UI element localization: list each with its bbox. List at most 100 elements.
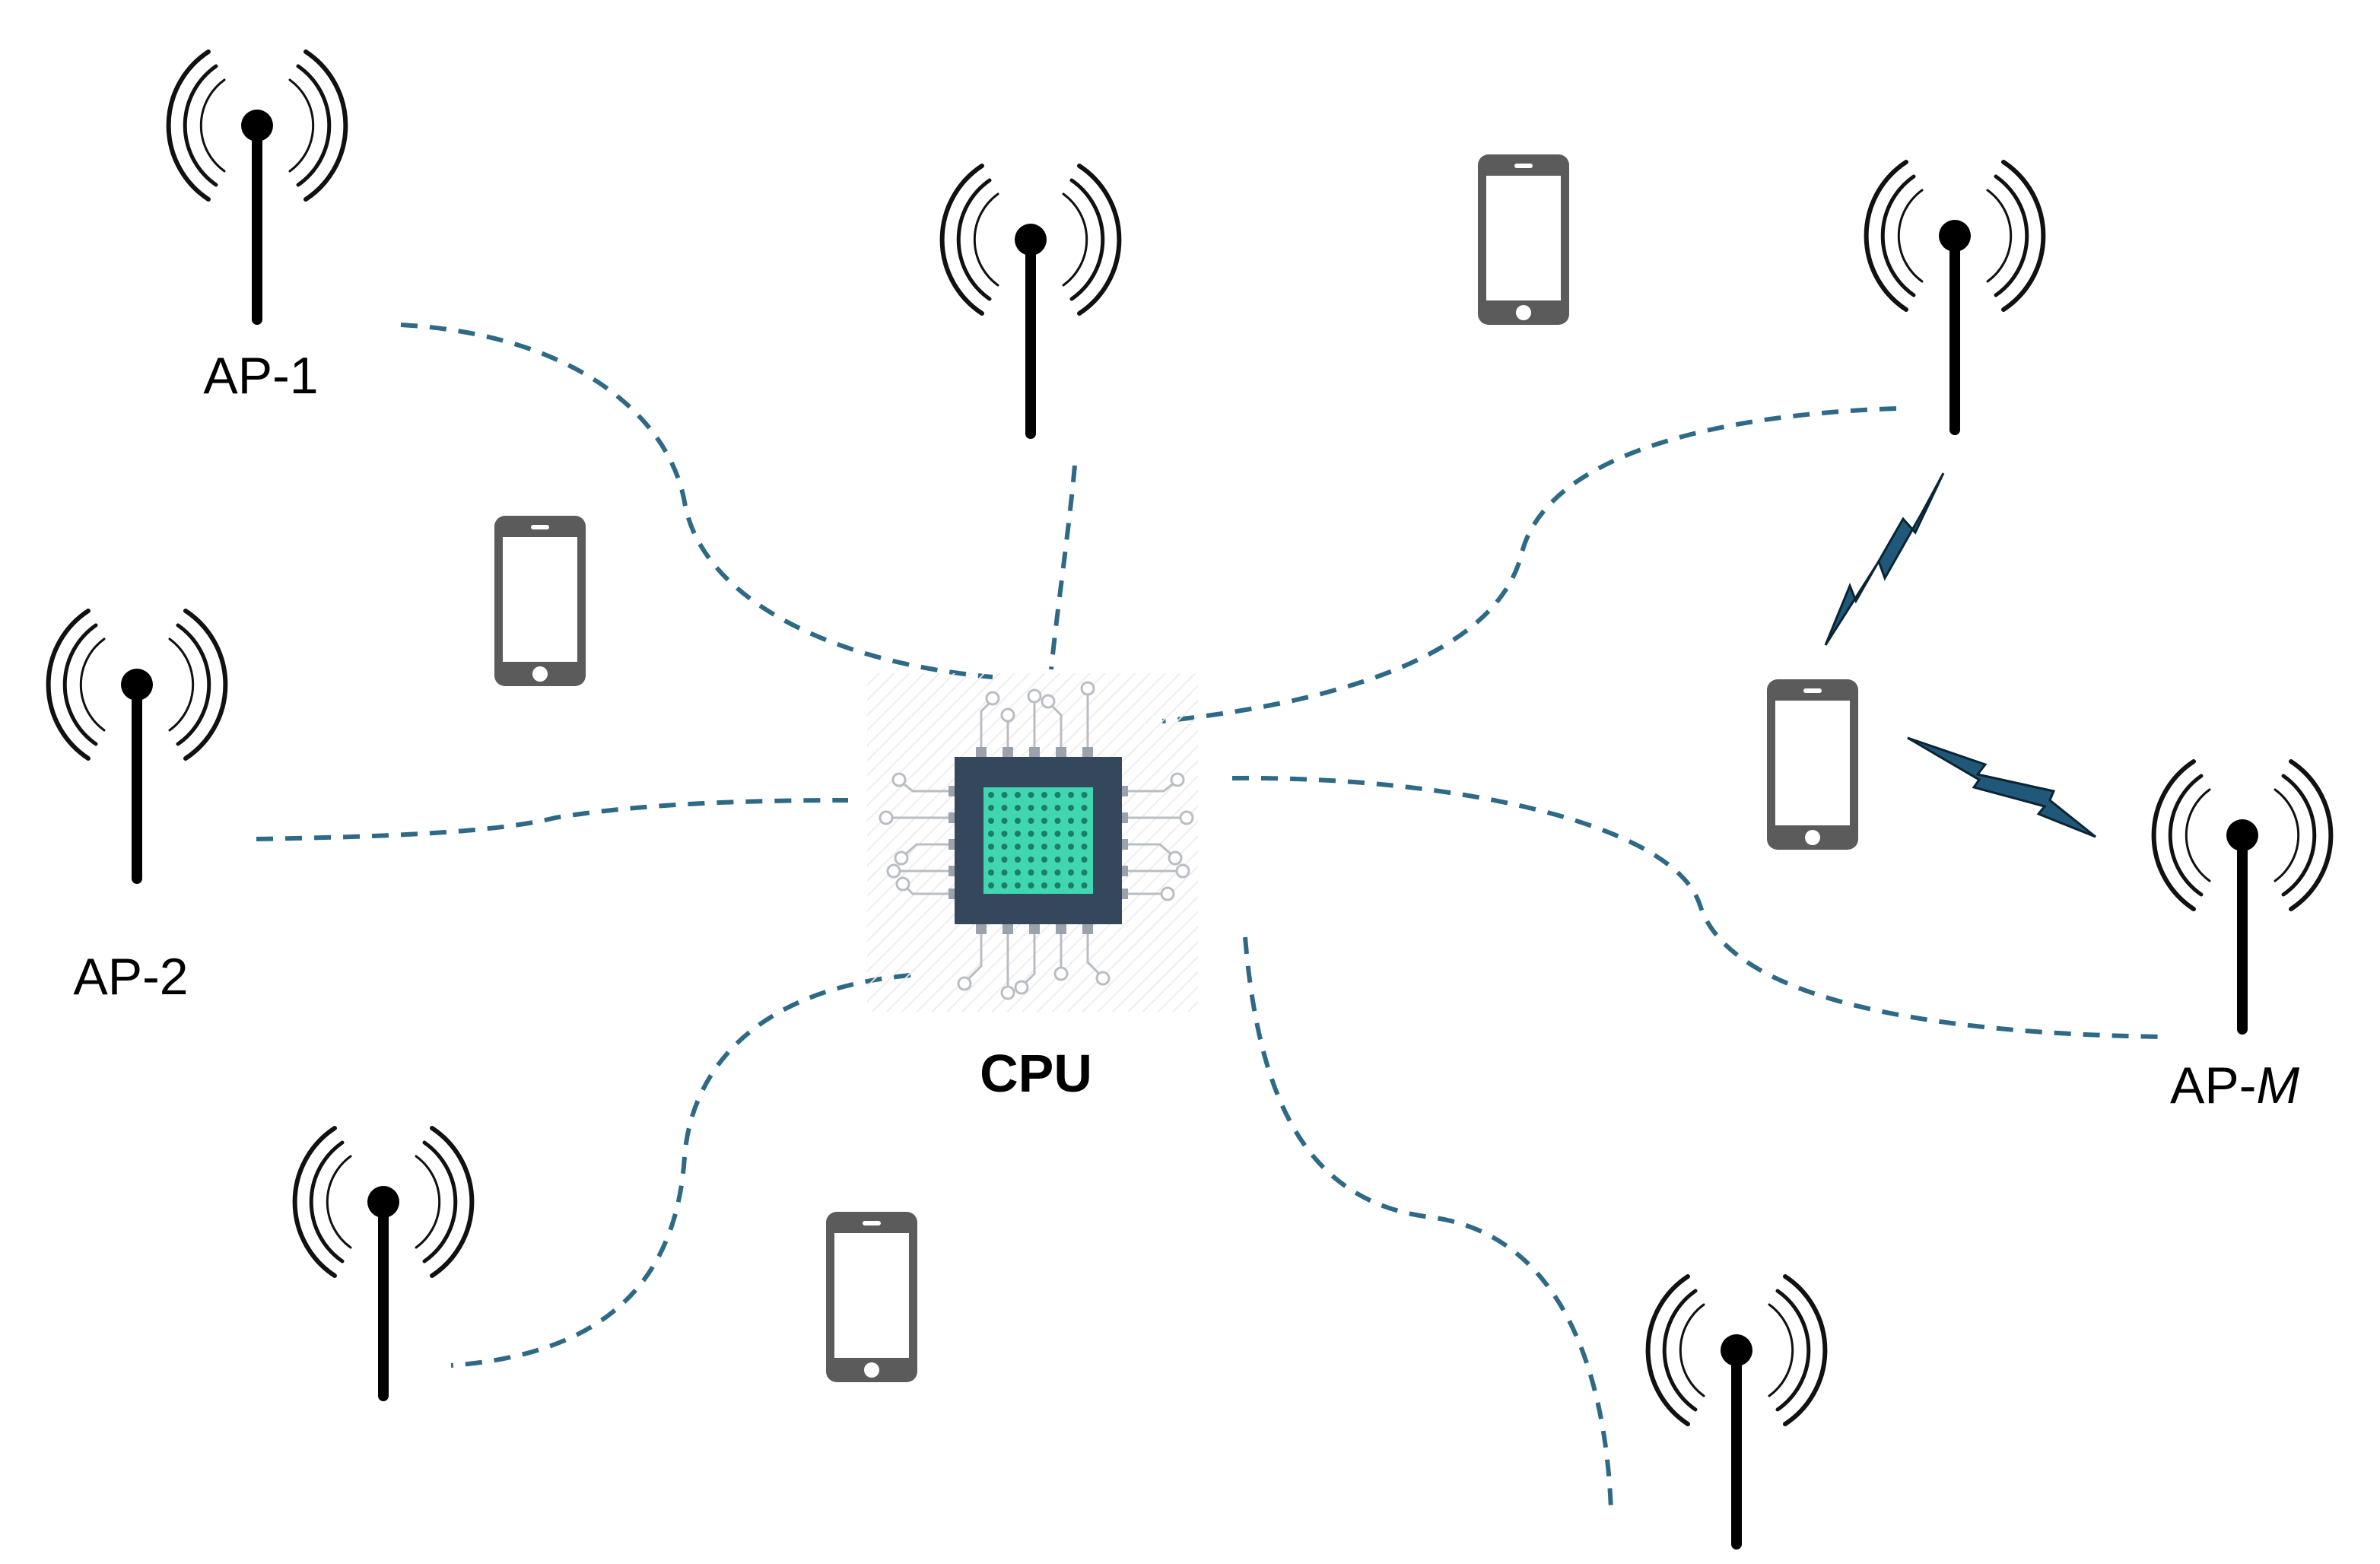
chip-dot: [1068, 857, 1074, 863]
chip-dot: [1015, 805, 1021, 811]
chip-dot: [1041, 831, 1047, 837]
chip-dot: [1041, 857, 1047, 863]
antenna-icon: [169, 52, 346, 319]
phone-icon: [1767, 679, 1858, 850]
wireless-link-bolt-icon: [1824, 472, 1945, 646]
access-point-bottom-left: [295, 1128, 472, 1396]
chip-dot: [1068, 831, 1074, 837]
ap1-label: AP-1: [203, 347, 318, 405]
chip-dot: [1028, 818, 1034, 824]
chip-dot: [1028, 792, 1034, 798]
phone-icon: [494, 516, 586, 686]
chip-dot: [1015, 831, 1021, 837]
chip-dot: [988, 818, 994, 824]
chip-dot: [1081, 844, 1088, 850]
chip-dot: [1081, 818, 1088, 824]
chip-dot: [1068, 805, 1074, 811]
chip-dot: [1001, 805, 1008, 811]
link-ap-top-right-cpu: [1161, 406, 1897, 723]
chip-dot: [1015, 844, 1021, 850]
chip-dot: [988, 857, 994, 863]
cpu-chip: [867, 673, 1198, 1012]
antenna-icon: [1867, 162, 2044, 430]
chip-dot: [1001, 844, 1008, 850]
link-ap1-cpu: [400, 323, 993, 679]
chip-dot: [1001, 792, 1008, 798]
ap2-label: AP-2: [73, 948, 188, 1006]
chip-dot: [1041, 818, 1047, 824]
chip-dot: [1054, 857, 1061, 863]
chip-dot: [1028, 805, 1034, 811]
link-ap-top-center-cpu: [1049, 465, 1077, 670]
chip-dot: [1041, 844, 1047, 850]
chip-dot: [1068, 882, 1074, 888]
antenna-icon: [295, 1128, 472, 1396]
chip-dot: [988, 882, 994, 888]
chip-dot: [1028, 857, 1034, 863]
phone-icon: [1478, 154, 1569, 325]
chip-dot: [1028, 831, 1034, 837]
chip-dot: [1015, 818, 1021, 824]
fronthaul-links: [256, 323, 2167, 1511]
link-ap-bottom-right-cpu: [1243, 936, 1613, 1511]
access-point-ap2: AP-2: [49, 611, 226, 1006]
chip-dot: [988, 869, 994, 876]
chip-dot: [1081, 869, 1088, 876]
chip-dot: [1054, 831, 1061, 837]
chip-dot: [1054, 844, 1061, 850]
chip-dot: [1068, 844, 1074, 850]
chip-dot: [1001, 869, 1008, 876]
chip-dot: [988, 844, 994, 850]
chip-dot: [1054, 805, 1061, 811]
access-point-top-center: [942, 166, 1120, 434]
chip-dot: [1001, 818, 1008, 824]
chip-dot: [1028, 844, 1034, 850]
chip-dot: [1068, 869, 1074, 876]
wireless-link-bolt-icon: [1907, 736, 2096, 838]
chip-dot: [1028, 869, 1034, 876]
chip-dot: [1015, 869, 1021, 876]
chip-dot: [1054, 869, 1061, 876]
chip-dot: [1054, 882, 1061, 888]
cpu-label: CPU: [980, 1044, 1092, 1103]
antenna-icon: [1648, 1276, 1826, 1544]
chip-dot: [1015, 792, 1021, 798]
antenna-icon: [2154, 761, 2331, 1029]
link-apm-cpu: [1231, 775, 2167, 1039]
chip-dot: [1068, 818, 1074, 824]
access-point-apm: AP-M: [2154, 761, 2331, 1114]
chip-dot: [988, 831, 994, 837]
chip-dot: [1054, 818, 1061, 824]
phone-icon: [826, 1212, 917, 1382]
apm-label: AP-M: [2170, 1057, 2299, 1114]
apm-label-prefix: AP-: [2170, 1057, 2256, 1114]
chip-dot: [1081, 792, 1088, 798]
chip-dot: [1041, 792, 1047, 798]
chip-dot: [1068, 792, 1074, 798]
chip-dot: [1015, 882, 1021, 888]
chip-dot: [1081, 882, 1088, 888]
chip-dot: [1015, 857, 1021, 863]
chip-dot: [1001, 831, 1008, 837]
link-ap-bottom-left-cpu: [450, 973, 911, 1368]
chip-dot: [1028, 882, 1034, 888]
chip-dot: [988, 805, 994, 811]
access-point-ap1: AP-1: [169, 52, 346, 405]
access-point-bottom-right: [1648, 1276, 1826, 1544]
chip-dot: [1081, 831, 1088, 837]
antenna-icon: [49, 611, 226, 879]
access-point-top-right: [1867, 162, 2044, 430]
chip-dot: [1041, 882, 1047, 888]
chip-dot: [1041, 805, 1047, 811]
chip-dot: [988, 792, 994, 798]
chip-dot: [1001, 857, 1008, 863]
link-ap2-cpu: [256, 798, 849, 841]
chip-dot: [1001, 882, 1008, 888]
antenna-icon: [942, 166, 1120, 434]
chip-dot: [1081, 805, 1088, 811]
chip-dot: [1041, 869, 1047, 876]
apm-label-suffix: M: [2256, 1057, 2299, 1114]
chip-dot: [1054, 792, 1061, 798]
chip-dot: [1081, 857, 1088, 863]
